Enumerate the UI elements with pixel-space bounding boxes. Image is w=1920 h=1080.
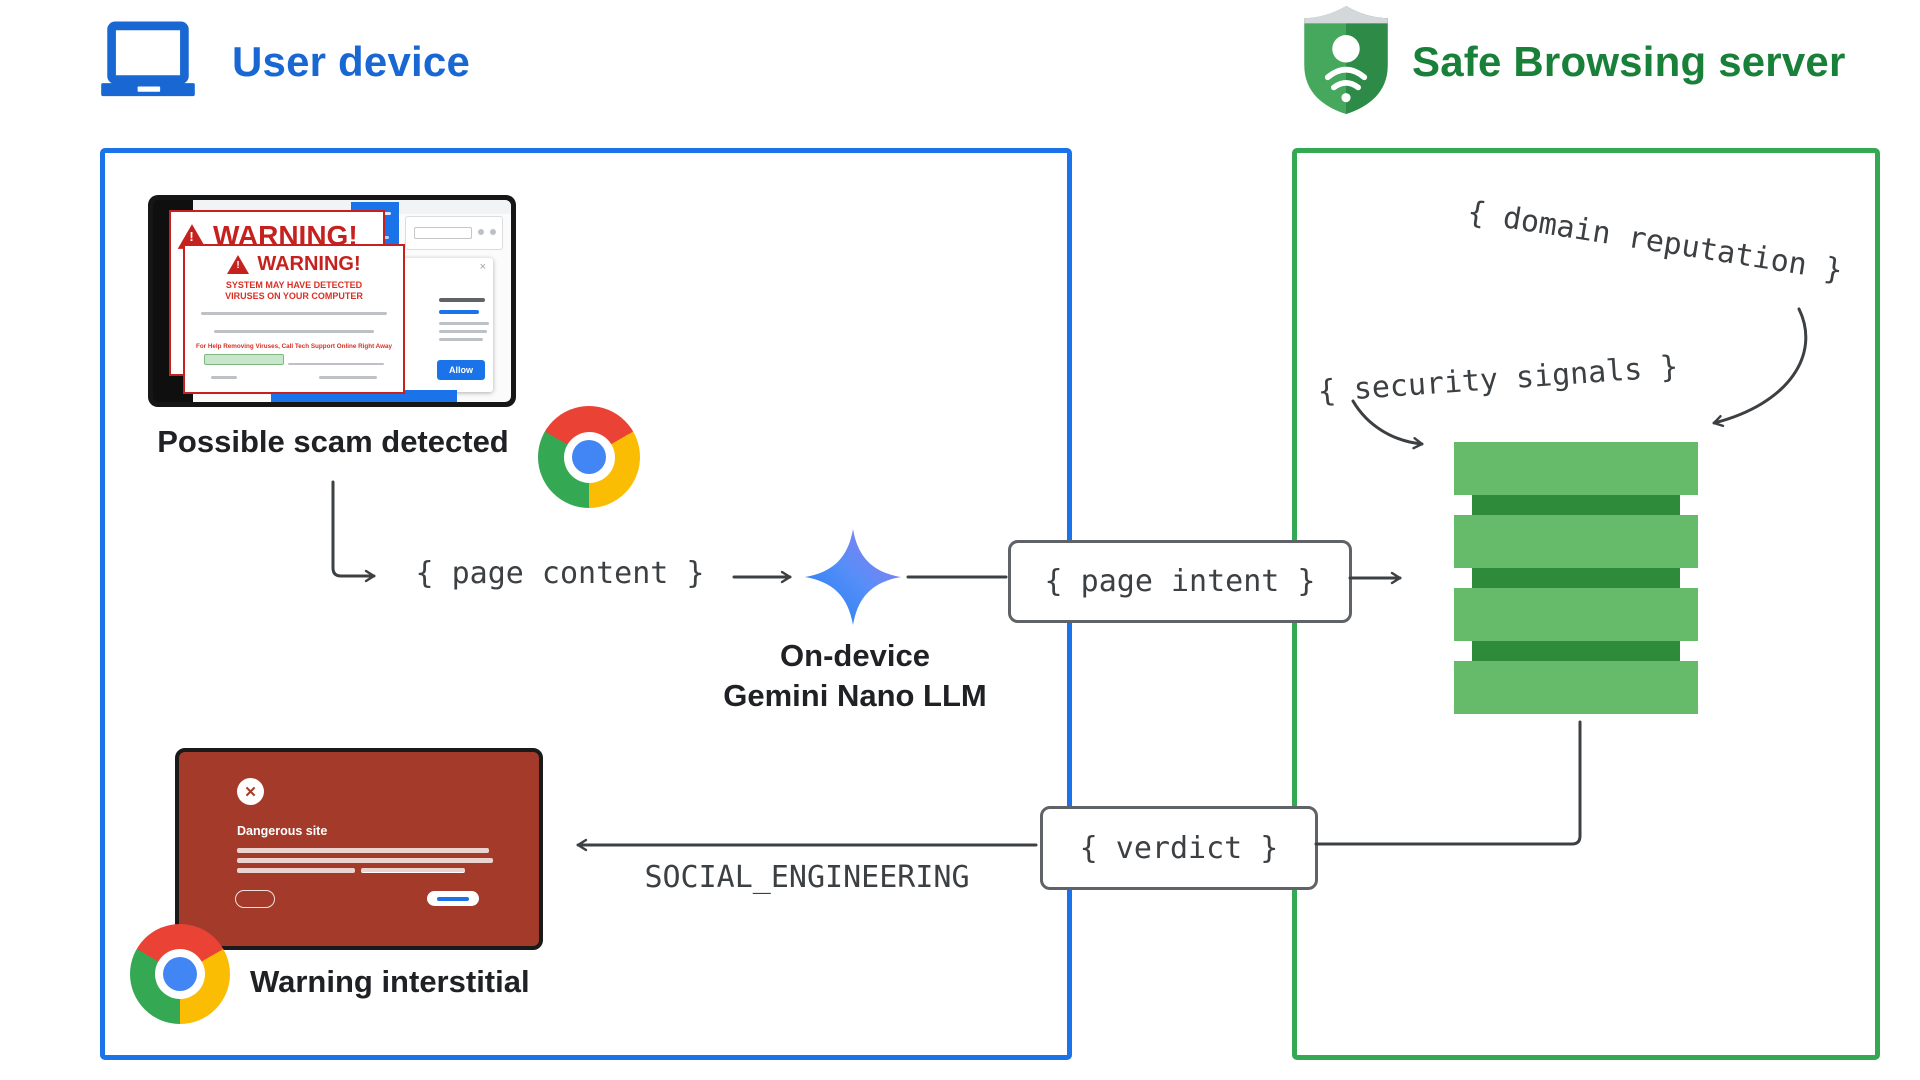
allow-button: Allow <box>437 360 485 380</box>
scam-popup-subtitle-1: SYSTEM MAY HAVE DETECTED <box>225 280 363 290</box>
scam-popup-title: WARNING! <box>257 253 361 275</box>
dialog-close-icon: × <box>479 261 486 273</box>
safe-browsing-shield-icon <box>1300 4 1392 116</box>
learn-more-link <box>361 868 465 873</box>
browser-search-card <box>405 216 503 250</box>
social-engineering-label: SOCIAL_ENGINEERING <box>644 860 970 895</box>
warning-triangle-icon <box>227 255 250 274</box>
interstitial-text-line <box>237 868 355 873</box>
dangerous-site-title: Dangerous site <box>237 824 328 838</box>
user-device-label: User device <box>232 38 471 85</box>
page-intent-label: { page intent } <box>1044 564 1316 599</box>
page-intent-box: { page intent } <box>1008 540 1352 623</box>
back-to-safety-button <box>427 891 479 906</box>
on-device-label: On-device <box>780 638 930 673</box>
safe-browsing-server-label: Safe Browsing server <box>1412 38 1846 85</box>
interstitial-text-line <box>237 858 493 863</box>
scam-popup-help-line: For Help Removing Viruses, Call Tech Sup… <box>195 343 393 350</box>
warning-interstitial-label: Warning interstitial <box>250 964 530 999</box>
scam-browser-window: × Allow WARNING! WARNING! <box>153 200 511 402</box>
scam-popup-subtitle-2: VIRUSES ON YOUR COMPUTER <box>225 291 363 301</box>
chrome-icon <box>130 924 230 1024</box>
phone-number-highlight <box>203 354 284 365</box>
verdict-box: { verdict } <box>1040 806 1318 890</box>
arrow-scam-to-page-content <box>331 480 376 583</box>
line-server-to-verdict <box>1314 720 1582 846</box>
danger-circle-x-icon: ✕ <box>237 778 264 805</box>
server-stack-icon <box>1454 442 1698 714</box>
chrome-icon <box>538 406 640 508</box>
possible-scam-label: Possible scam detected <box>157 424 509 459</box>
interstitial-text-line <box>237 848 489 853</box>
arrow-domain-reputation-to-server <box>1712 307 1808 428</box>
gemini-sparkle-icon <box>804 528 902 626</box>
page-content-label: { page content } <box>415 556 705 591</box>
gemini-nano-label: Gemini Nano LLM <box>723 678 987 713</box>
verdict-label: { verdict } <box>1079 830 1279 866</box>
scam-page-screenshot: × Allow WARNING! WARNING! <box>148 195 516 407</box>
warning-interstitial-screenshot: ✕ Dangerous site <box>175 748 543 950</box>
arrow-security-signals-to-server <box>1351 399 1424 450</box>
scam-popup-front: WARNING! SYSTEM MAY HAVE DETECTED VIRUSE… <box>183 244 405 394</box>
laptop-icon <box>96 20 200 108</box>
details-button <box>235 890 275 908</box>
